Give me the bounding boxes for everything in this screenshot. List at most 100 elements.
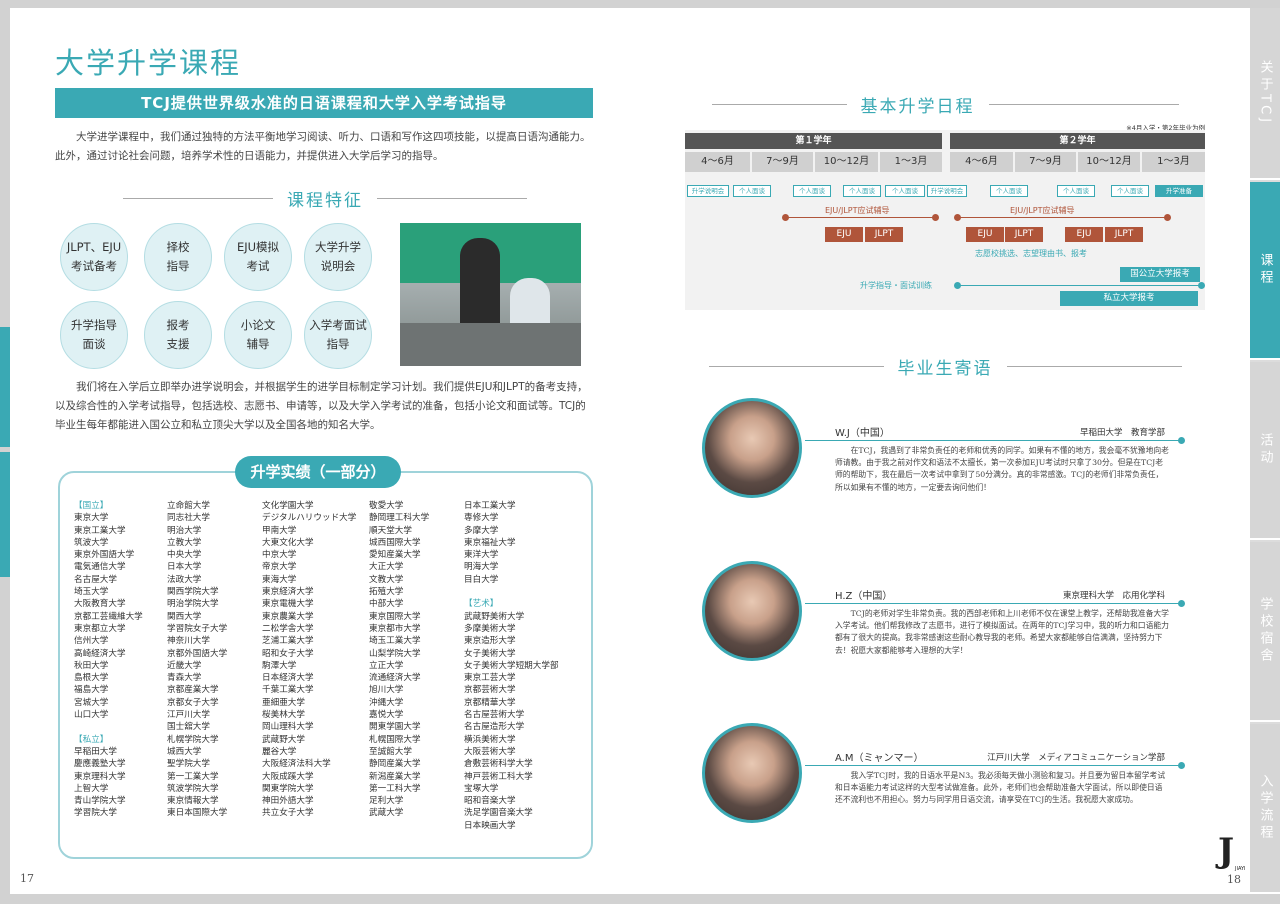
- side-tab-dorm[interactable]: 学校宿舍: [1250, 542, 1280, 722]
- logo-sub: JIAYI: [1235, 866, 1246, 872]
- university-name: 専修大学: [464, 513, 499, 524]
- university-name: 明海大学: [464, 562, 499, 573]
- university-name: [464, 586, 584, 598]
- alumni-name-1: W.J（中国）: [835, 428, 890, 439]
- university-name: 愛知産業大学: [369, 550, 421, 561]
- university-name: 中央大学: [167, 550, 202, 561]
- university-name: 東京外国語大学: [74, 550, 135, 561]
- category-header: 【艺术】: [464, 599, 499, 610]
- event-7: 个人面谈: [990, 185, 1028, 197]
- university-name: 日本大学: [167, 562, 202, 573]
- prep-label-1: EJU/JLPT应试辅导: [825, 206, 890, 215]
- prep-label-2: EJU/JLPT应试辅导: [1010, 206, 1075, 215]
- university-name: 共立女子大学: [262, 808, 314, 819]
- university-name: デジタルハリウッド大学: [262, 513, 357, 524]
- university-name: 甲南大学: [262, 525, 297, 536]
- university-name: 東海大学: [262, 574, 297, 585]
- university-name: 聖学院大学: [167, 759, 210, 770]
- prep-dot-1a: [782, 214, 789, 221]
- university-name: 敬愛大学: [369, 501, 404, 511]
- university-name: 開東学園大学: [369, 722, 421, 733]
- university-name: 立正大学: [369, 660, 404, 671]
- university-name: 日本工業大学: [464, 501, 516, 511]
- university-name: 筑波大学: [74, 537, 109, 548]
- university-name: 新潟産業大学: [369, 771, 421, 782]
- university-name: 中部大学: [369, 599, 404, 610]
- alumni-avatar-3: [702, 723, 802, 823]
- side-tab-about[interactable]: 关于TCJ: [1250, 8, 1280, 180]
- university-name: 神田外語大学: [262, 796, 314, 807]
- university-name: 大阪芸術大学: [464, 746, 516, 757]
- exam-tag-1: EJU: [825, 227, 863, 242]
- year-2: 第２学年: [950, 133, 1205, 149]
- schedule-title: 基本升学日程: [860, 97, 975, 117]
- university-name: 倉敷芸術科学大学: [464, 759, 533, 770]
- university-name: 山口大学: [74, 710, 109, 721]
- university-name: 東京大学: [74, 513, 109, 524]
- university-name: 東洋大学: [464, 550, 499, 561]
- university-column-3: 文化学園大学デジタルハリウッド大学甲南大学大東文化大学中京大学帝京大学東海大学東…: [262, 500, 382, 820]
- university-name: 芝浦工業大学: [262, 636, 314, 647]
- event-5: 个人面谈: [885, 185, 925, 197]
- university-name: 京都工芸繊維大学: [74, 611, 143, 622]
- feature-circle-2: 择校 指导: [144, 223, 212, 291]
- side-tab-activity[interactable]: 活动: [1250, 362, 1280, 540]
- university-name: 名古屋芸術大学: [464, 710, 525, 721]
- guidance-label: 升学指导・面试训练: [860, 281, 932, 290]
- university-name: 東京都市大学: [369, 623, 421, 634]
- event-3: 个人面谈: [793, 185, 831, 197]
- month-cell-1: 4～6月: [685, 152, 750, 172]
- alumni-name-2: H.Z（中国）: [835, 591, 893, 602]
- university-name: 駒澤大学: [262, 660, 297, 671]
- university-name: 立命館大学: [167, 501, 210, 511]
- university-name: 多摩美術大学: [464, 623, 516, 634]
- page-number-left: 17: [20, 872, 34, 885]
- university-name: 東京工芸大学: [464, 673, 516, 684]
- alumni-avatar-1: [702, 398, 802, 498]
- university-name: 多摩大学: [464, 525, 499, 536]
- prep-dot-2b: [1164, 214, 1171, 221]
- prep-dot-2a: [954, 214, 961, 221]
- university-name: 山梨学院大学: [369, 648, 421, 659]
- alumni-school-3: 江戸川大学 メディアコミュニケーション学部: [987, 753, 1165, 763]
- university-name: 武蔵野大学: [262, 734, 305, 745]
- photo-desk: [400, 323, 581, 366]
- university-name: 文化学園大学: [262, 501, 314, 511]
- left-page: 大学升学课程 TCJ提供世界级水准的日语课程和大学入学考试指导 大学进学课程中，…: [10, 8, 615, 894]
- university-name: 桜美林大学: [262, 710, 305, 721]
- alumni-name-3: A.M（ミャンマー）: [835, 753, 924, 764]
- university-name: 嘉悦大学: [369, 710, 404, 721]
- private-apply-bar: 私立大学报考: [1060, 291, 1198, 306]
- university-name: 大阪成蹊大学: [262, 771, 314, 782]
- year-1: 第１学年: [685, 133, 942, 149]
- alumni-divider-2: [805, 603, 1180, 604]
- university-name: 日本映画大学: [464, 820, 516, 831]
- month-cell-2: 7～9月: [752, 152, 813, 172]
- left-edge-tab-2: [0, 452, 10, 577]
- category-header: 【国立】: [74, 501, 109, 511]
- side-tab-admission[interactable]: 入学流程: [1250, 724, 1280, 894]
- university-name: 名古屋造形大学: [464, 722, 525, 733]
- university-name: 第一工業大学: [167, 771, 219, 782]
- university-name: 福島大学: [74, 685, 109, 696]
- month-cell-5: 4～6月: [950, 152, 1013, 172]
- feature-circle-6: 报考 支援: [144, 301, 212, 369]
- university-name: 城西大学: [167, 746, 202, 757]
- alumni-school-2: 東京理科大学 応用化学科: [1062, 591, 1165, 601]
- body-paragraph: 我们将在入学后立即举办进学说明会，并根据学生的进学目标制定学习计划。我们提供EJ…: [55, 381, 588, 431]
- university-name: 筑波学院大学: [167, 783, 219, 794]
- category-header: 【私立】: [74, 734, 109, 745]
- university-name: 岡山理科大学: [262, 722, 314, 733]
- university-name: 大阪教育大学: [74, 599, 126, 610]
- university-name: 法政大学: [167, 574, 202, 585]
- event-4: 个人面谈: [843, 185, 881, 197]
- university-name: 明治学院大学: [167, 599, 219, 610]
- university-name: 城西国際大学: [369, 537, 421, 548]
- university-name: 女子美術大学: [464, 648, 516, 659]
- university-name: 上智大学: [74, 783, 109, 794]
- side-tab-course[interactable]: 课程: [1250, 182, 1280, 360]
- university-name: 東京農業大学: [262, 611, 314, 622]
- guidance-dot-b: [1198, 282, 1205, 289]
- university-name: 札幌学院大学: [167, 734, 219, 745]
